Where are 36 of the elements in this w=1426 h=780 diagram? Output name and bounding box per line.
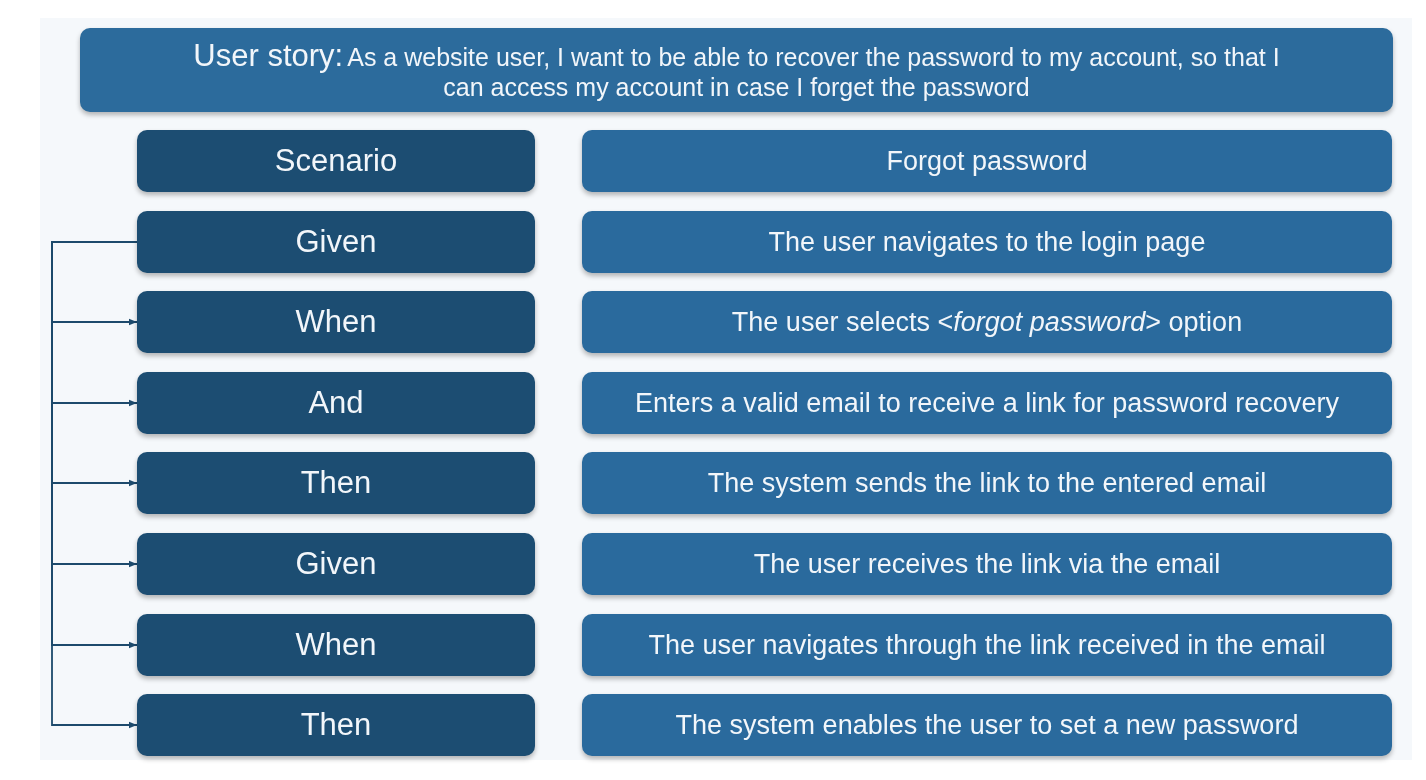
story-box (80, 28, 1393, 112)
keyword-box (137, 372, 535, 434)
step-keyword: When (295, 304, 377, 340)
description-box (582, 452, 1392, 514)
step-keyword: Scenario (274, 143, 398, 179)
keyword-box (137, 614, 535, 676)
keyword-box (137, 130, 535, 192)
keyword-box (137, 452, 535, 514)
description-box (582, 533, 1392, 595)
step-keyword: Given (295, 546, 377, 582)
step-description: The system sends the link to the entered email (707, 467, 1267, 499)
step-description: The user navigates to the login page (768, 226, 1206, 258)
step-description: The user navigates through the link received in the email (648, 629, 1326, 661)
keyword-box (137, 211, 535, 273)
description-box (582, 614, 1392, 676)
story-heading: User story: (193, 37, 344, 73)
connector-arrow (51, 241, 138, 729)
keyword-box (137, 291, 535, 353)
step-keyword: Then (300, 465, 372, 501)
description-box (582, 372, 1392, 434)
step-description: The system enables the user to set a new password (675, 709, 1299, 741)
keyword-box (137, 694, 535, 756)
step-description: The user receives the link via the email (753, 548, 1221, 580)
step-keyword: And (308, 385, 364, 421)
step-keyword: When (295, 627, 377, 663)
keyword-box (137, 533, 535, 595)
description-box (582, 211, 1392, 273)
step-description: Enters a valid email to receive a link for password recovery (635, 387, 1339, 419)
step-description: The user selects <forgot password> option (731, 306, 1243, 338)
step-keyword: Then (300, 707, 372, 743)
description-box (582, 694, 1392, 756)
description-box (582, 130, 1392, 192)
story-text: As a website user, I want to be able to recover the password to my account, so that I can access my account in case I forget the password (347, 42, 1280, 102)
description-box (582, 291, 1392, 353)
step-keyword: Given (295, 224, 377, 260)
step-description: Forgot password (886, 145, 1088, 177)
